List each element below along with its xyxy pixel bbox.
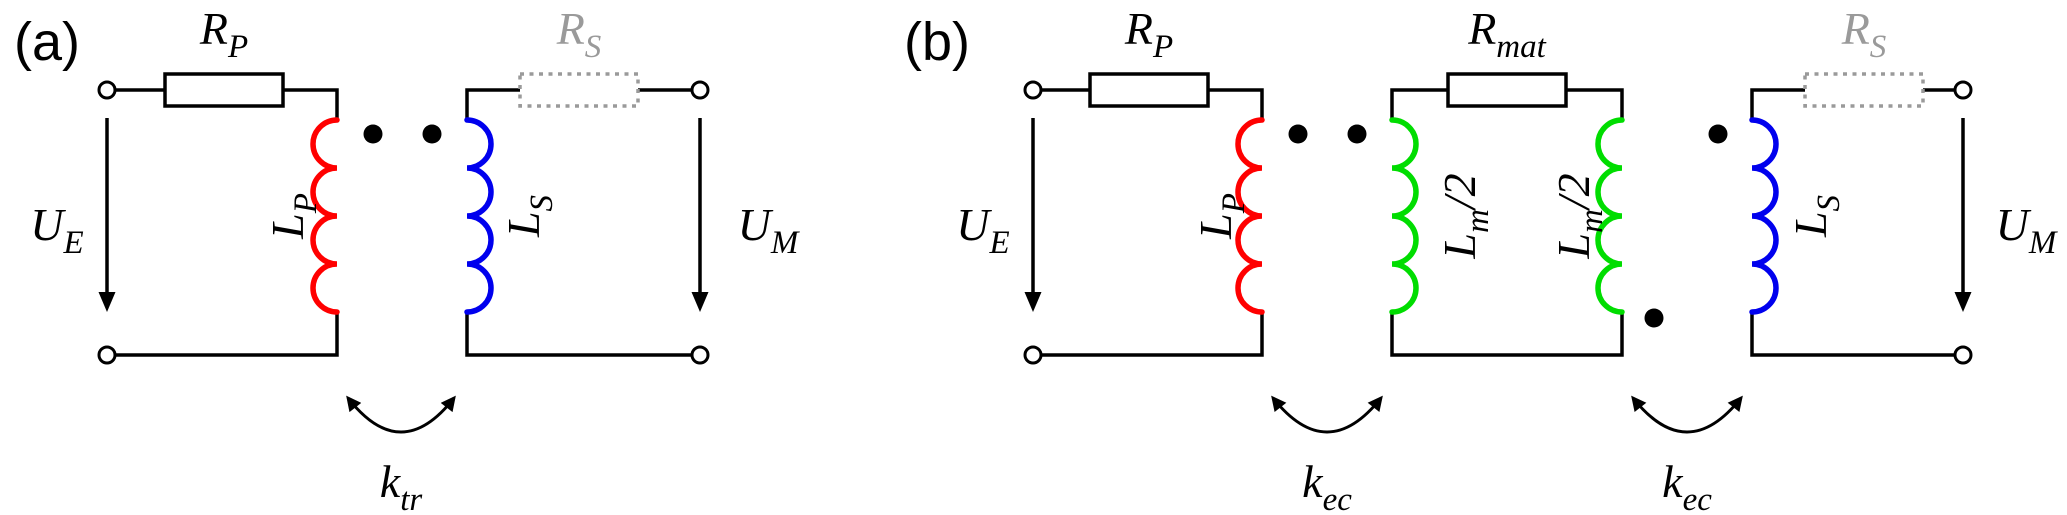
resistor-a-rp: [163, 72, 285, 108]
label-rs: RS: [1841, 3, 1887, 65]
coil-b-lm-left: [1389, 117, 1419, 315]
polarity-dot: [1288, 124, 1308, 144]
coil-a-lp: [310, 117, 340, 315]
wire-b-primary-bottom: [1041, 312, 1264, 357]
panel-a: (a) RP RS UE UM LP LS ktr: [14, 3, 800, 515]
label-lp: LP: [262, 193, 324, 240]
terminal: [1023, 80, 1043, 100]
coupling-arrow-ktr: [346, 395, 456, 434]
arrowhead-icon: [98, 292, 116, 312]
panel-b-tag: (b): [904, 12, 970, 72]
coil-a-ls: [464, 117, 494, 315]
label-ls: LS: [1785, 195, 1847, 238]
polarity-dot: [1347, 124, 1367, 144]
arrowhead-icon: [1954, 292, 1972, 312]
label-ls: LS: [498, 195, 560, 238]
coupling-arrow-kec-right: [1631, 395, 1743, 434]
label-um: UM: [738, 199, 800, 261]
panel-b: (b) RP Rm: [904, 3, 2058, 515]
label-lm-left: Lm/2: [1434, 173, 1496, 259]
resistor-b-rmat: [1446, 72, 1568, 108]
terminal: [97, 80, 117, 100]
terminal: [1953, 80, 1973, 100]
label-lm-right: Lm/2: [1548, 173, 1610, 259]
terminal: [97, 345, 117, 365]
label-kec-right: kec: [1662, 456, 1712, 515]
label-lp: LP: [1190, 193, 1252, 240]
wire-b-secondary-bottom: [1750, 312, 1955, 357]
polarity-dot: [422, 124, 442, 144]
arrowhead-icon: [1024, 292, 1042, 312]
arrowhead-icon: [691, 292, 709, 312]
wire-a-secondary-bottom: [465, 312, 692, 357]
terminal: [690, 345, 710, 365]
polarity-dot: [1708, 124, 1728, 144]
polarity-dot: [1644, 308, 1664, 328]
terminal: [1023, 345, 1043, 365]
label-ktr: ktr: [380, 456, 423, 515]
label-rp: RP: [199, 3, 248, 65]
label-rp: RP: [1124, 3, 1173, 65]
resistor-b-rp: [1088, 72, 1210, 108]
resistor-b-rs-dashed: [1803, 72, 1925, 108]
coupling-arrow-kec-left: [1271, 395, 1383, 434]
coil-b-ls: [1749, 117, 1779, 315]
wire-a-primary-bottom: [115, 312, 339, 357]
polarity-dot: [363, 124, 383, 144]
label-kec-left: kec: [1302, 456, 1352, 515]
coil-b-lm-right: [1595, 117, 1625, 315]
panel-a-tag: (a): [14, 12, 80, 72]
label-um: UM: [1996, 199, 2058, 261]
terminal: [690, 80, 710, 100]
label-rs: RS: [556, 3, 602, 65]
terminal: [1953, 345, 1973, 365]
resistor-a-rs-dashed: [518, 72, 640, 108]
coil-b-lp: [1235, 117, 1265, 315]
label-ue: UE: [30, 199, 83, 261]
label-ue: UE: [956, 199, 1009, 261]
wire-b-middle-bottom: [1390, 312, 1624, 357]
label-rmat: Rmat: [1467, 3, 1546, 65]
